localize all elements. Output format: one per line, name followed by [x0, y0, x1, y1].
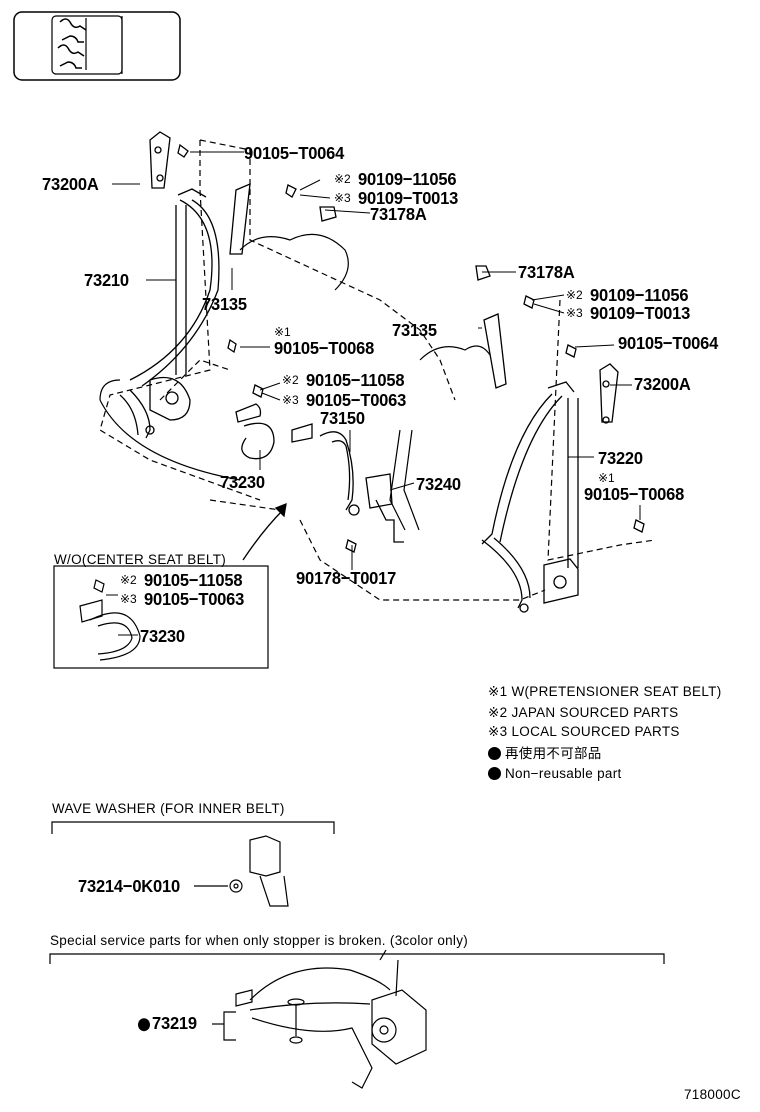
special-service-bracket: [49, 949, 665, 1089]
mark-2-90109-11056-left: ※2: [334, 172, 351, 186]
part-73219[interactable]: 73219: [138, 1015, 197, 1033]
part-90105-T0068-left[interactable]: 90105−T0068: [274, 338, 375, 359]
part-73240[interactable]: 73240: [416, 474, 461, 495]
inset-title: W/O(CENTER SEAT BELT): [54, 552, 227, 567]
part-90109-T0013-right[interactable]: 90109−T0013: [590, 303, 691, 324]
left-seat-belt: [119, 131, 337, 439]
part-73135-right[interactable]: 73135: [392, 320, 437, 341]
part-73135-left[interactable]: 73135: [202, 294, 247, 315]
part-90109-T0013-left[interactable]: 90109−T0013: [358, 188, 459, 209]
part-90105-T0064-left[interactable]: 90105−T0064: [244, 143, 345, 164]
mark-3-90109-T0013-right: ※3: [566, 306, 583, 320]
right-seat-belt: [475, 265, 645, 613]
part-90105-11058[interactable]: 90105−11058: [306, 370, 405, 391]
wave-washer-title: WAVE WASHER (FOR INNER BELT): [52, 801, 285, 816]
rear-seat-outline: [99, 139, 656, 601]
mark-1-90105-T0068-left: ※1: [274, 325, 291, 339]
black-dot-icon: [488, 767, 501, 780]
part-73220[interactable]: 73220: [598, 448, 643, 469]
mark-3-90105-T0063: ※3: [282, 393, 299, 407]
mark-2-90105-11058: ※2: [282, 373, 299, 387]
mark-1-90105-T0068-right: ※1: [598, 471, 615, 485]
legend-nonreusable-en: Non−reusable part: [488, 767, 622, 781]
part-73200A-right[interactable]: 73200A: [634, 374, 691, 395]
inset-mark-2: ※2: [120, 573, 137, 587]
inset-part-90105-T0063[interactable]: 90105−T0063: [144, 589, 245, 610]
center-belt-and-buckle: [235, 384, 404, 561]
legend-note-1: ※1 W(PRETENSIONER SEAT BELT): [488, 684, 722, 699]
part-90105-T0063[interactable]: 90105−T0063: [306, 390, 407, 411]
part-90105-T0068-right[interactable]: 90105−T0068: [584, 484, 685, 505]
part-90109-11056-left[interactable]: 90109−11056: [358, 169, 457, 190]
part-73178A-left[interactable]: 73178A: [370, 204, 427, 225]
part-73178A-right[interactable]: 73178A: [518, 262, 575, 283]
part-73219-number: 73219: [152, 1013, 197, 1034]
part-90105-T0064-right[interactable]: 90105−T0064: [618, 333, 719, 354]
inset-part-73230[interactable]: 73230: [140, 626, 185, 647]
black-dot-icon: [138, 1018, 150, 1032]
legend-note-2: ※2 JAPAN SOURCED PARTS: [488, 705, 679, 720]
part-73200A-left[interactable]: 73200A: [42, 174, 99, 195]
legend-jp-text: 再使用不可部品: [505, 746, 602, 761]
leader-lines: [106, 151, 641, 636]
part-90178-T0017[interactable]: 90178−T0017: [296, 568, 397, 589]
part-73210[interactable]: 73210: [84, 270, 129, 291]
special-service-title: Special service parts for when only stop…: [50, 933, 469, 948]
mark-2-90109-11056-right: ※2: [566, 288, 583, 302]
part-73230[interactable]: 73230: [220, 472, 265, 493]
part-90109-11056-right[interactable]: 90109−11056: [590, 285, 689, 306]
inset-center-belt: [53, 565, 269, 669]
part-73150[interactable]: 73150: [320, 408, 365, 429]
mark-3-90109-T0013-left: ※3: [334, 191, 351, 205]
legend-nonreusable-jp: 再使用不可部品: [488, 747, 602, 761]
inset-mark-3: ※3: [120, 592, 137, 606]
seat-back-outline: [99, 233, 491, 531]
black-dot-icon: [488, 747, 501, 760]
vehicle-location-icon: [13, 11, 181, 81]
part-73214-0K010[interactable]: 73214−0K010: [78, 876, 180, 897]
figure-id: 718000C: [684, 1087, 741, 1102]
legend-en-text: Non−reusable part: [505, 766, 622, 781]
legend-note-3: ※3 LOCAL SOURCED PARTS: [488, 724, 680, 739]
inset-part-90105-11058[interactable]: 90105−11058: [144, 570, 243, 591]
wave-washer-bracket: [51, 821, 335, 907]
